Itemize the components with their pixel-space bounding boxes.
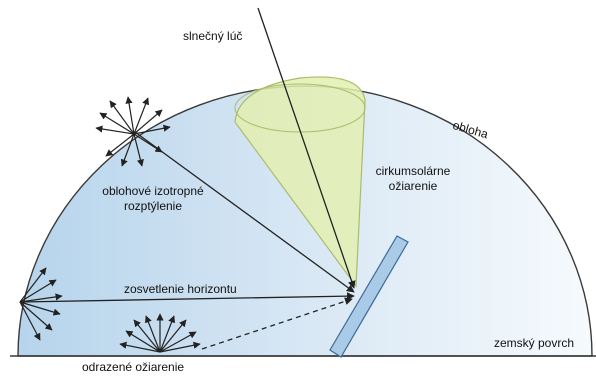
circumsolar-label: cirkumsolárne ožiarenie — [358, 164, 468, 194]
isotropic-label-line2: rozptýlenie — [78, 199, 228, 214]
isotropic-label-line1: oblohové izotropné — [78, 184, 228, 199]
ground-label: zemský povrch — [494, 336, 574, 351]
horizon-brightening-label: zosvetlenie horizontu — [124, 282, 237, 297]
reflected-label: odrazené ožiarenie — [82, 360, 184, 375]
circumsolar-label-line2: ožiarenie — [358, 179, 468, 194]
sun-ray-label: slnečný lúč — [183, 29, 242, 44]
isotropic-label: oblohové izotropné rozptýlenie — [78, 184, 228, 214]
circumsolar-label-line1: cirkumsolárne — [358, 164, 468, 179]
